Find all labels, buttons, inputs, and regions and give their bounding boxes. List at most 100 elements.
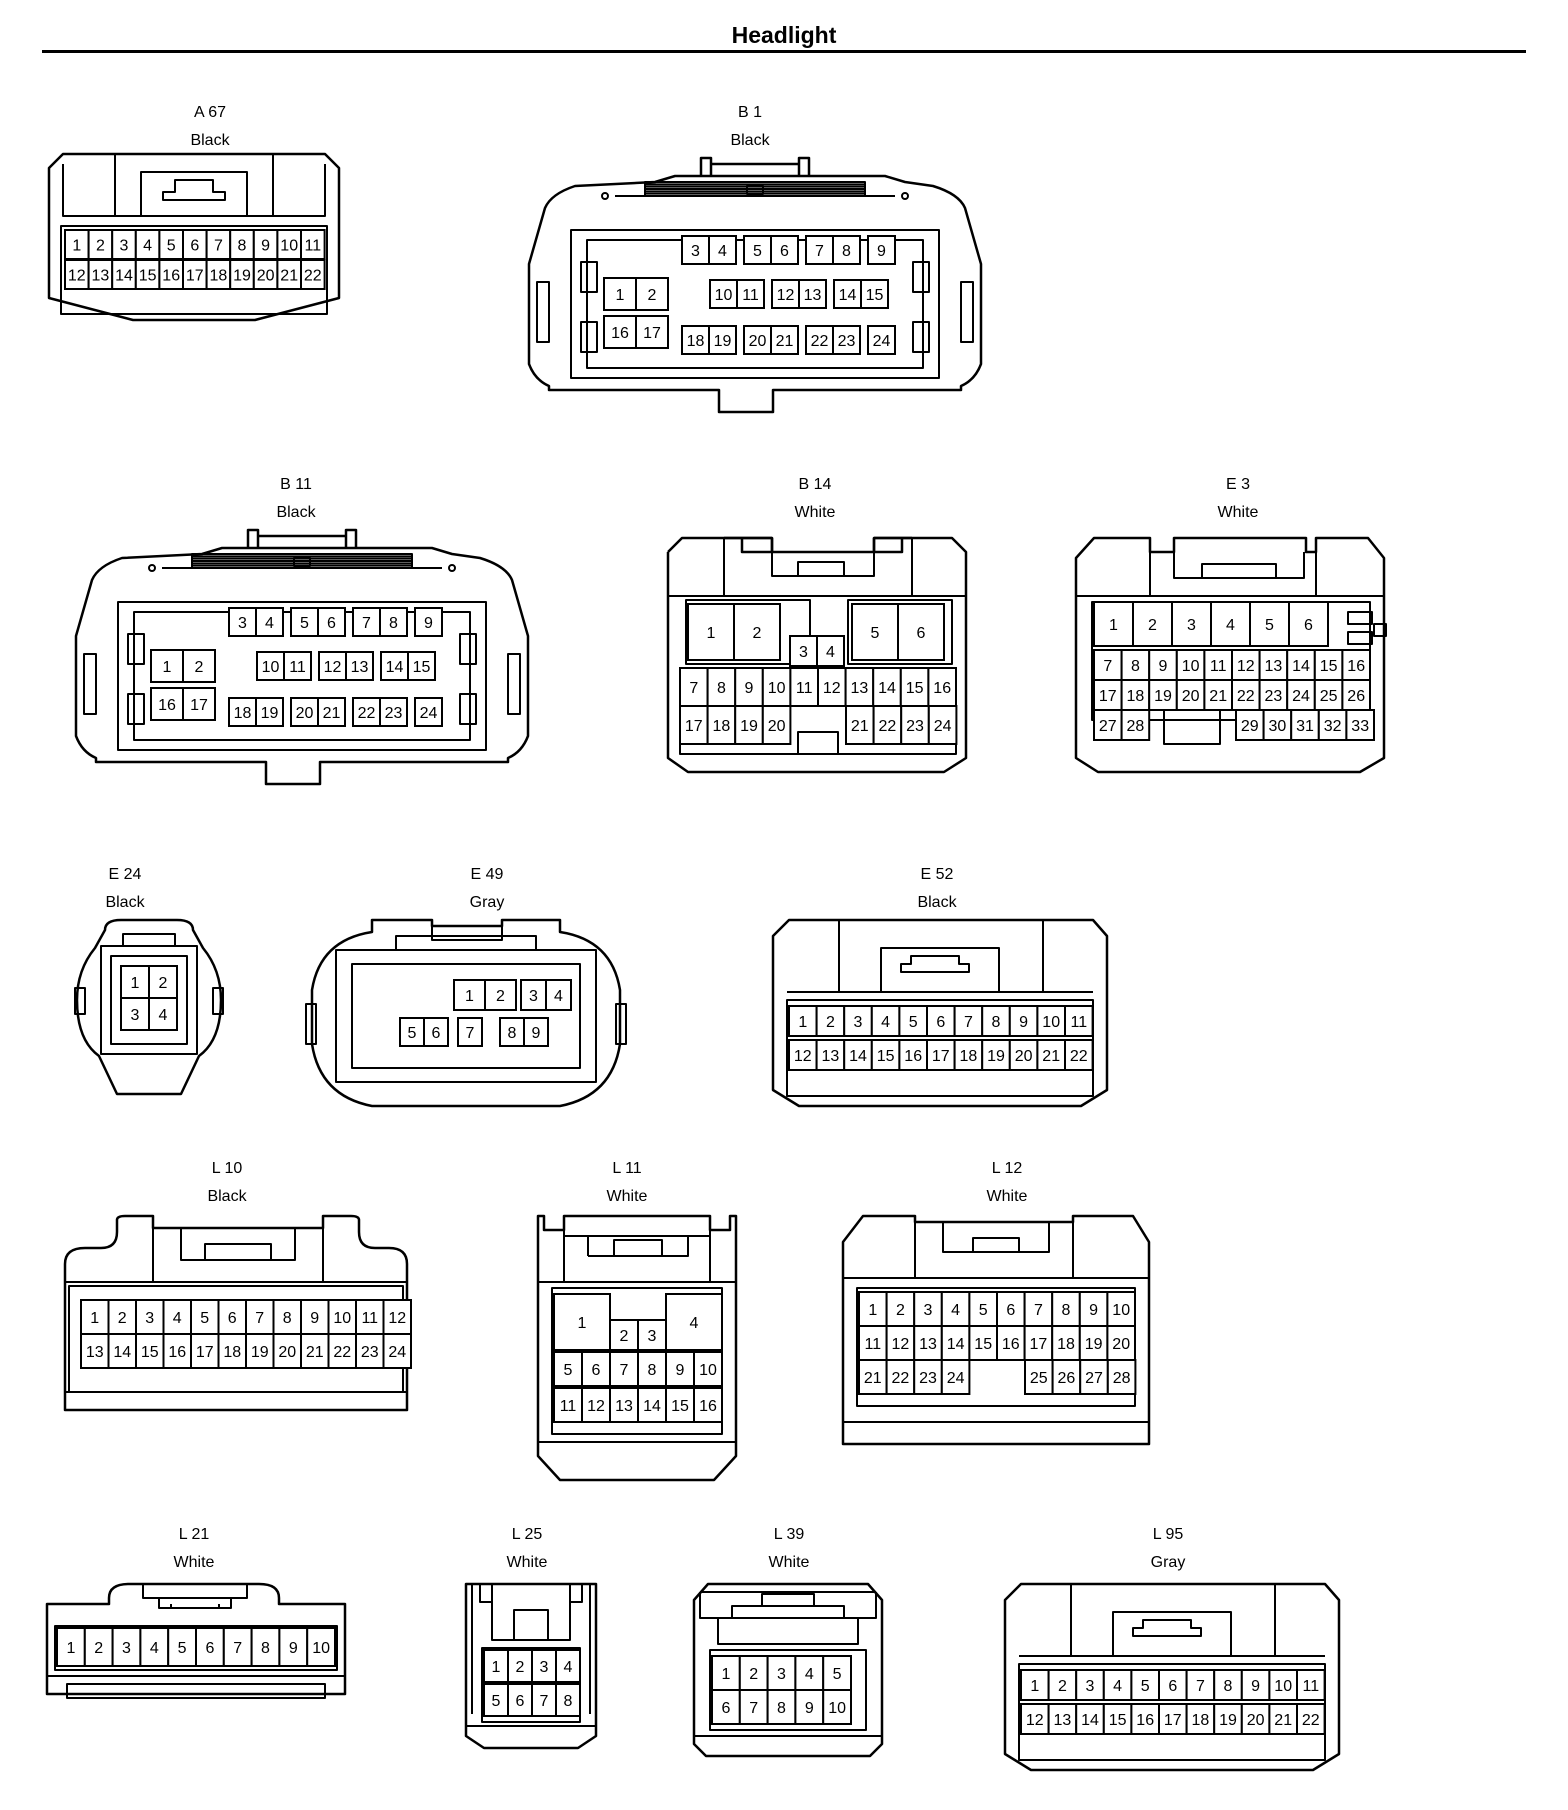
pin-number: 4: [690, 1315, 699, 1332]
connector-outline: [699, 156, 811, 176]
pin-cell: 5: [290, 607, 319, 637]
pin-number: 2: [826, 1014, 835, 1031]
connector-outline: [1132, 1619, 1202, 1637]
pin-number: 9: [289, 1640, 298, 1657]
connector-color-label: Gray: [469, 894, 505, 911]
pin-number: 14: [1081, 1712, 1099, 1729]
pin-number: 4: [564, 1659, 573, 1676]
pin-cell: 4: [794, 1655, 825, 1691]
pin-number: 2: [749, 1666, 758, 1683]
connector-outline: [54, 1625, 338, 1671]
connector-id-label: L 11: [612, 1160, 642, 1177]
pin-cell: 20: [743, 325, 772, 355]
connector-outline: [1019, 1584, 1325, 1657]
pin-number: 7: [466, 1025, 475, 1042]
pin-cell: 2: [1132, 601, 1173, 647]
pin-cell: 24: [382, 1333, 412, 1369]
pin-number: 12: [777, 287, 795, 304]
pin-cell: 16: [603, 315, 637, 349]
connector-id-label: L 95: [1152, 1526, 1184, 1543]
connector-outline: [692, 1582, 884, 1758]
pin-number: 10: [699, 1362, 717, 1379]
pin-cell: 16: [898, 1039, 929, 1071]
pin-cell: 3: [1171, 601, 1212, 647]
pin-cell: 8: [1213, 1669, 1243, 1701]
pin-number: 21: [306, 1344, 324, 1361]
pin-number: 15: [141, 1344, 159, 1361]
pin-number: 6: [228, 1310, 237, 1327]
pin-cell: 6: [996, 1291, 1026, 1327]
pin-number: 22: [1070, 1048, 1088, 1065]
pin-number: 17: [1099, 688, 1117, 705]
pin-number: 9: [805, 1700, 814, 1717]
pin-number: 6: [1006, 1302, 1015, 1319]
connector-id-label: L 25: [511, 1526, 543, 1543]
pin-cell: 16: [162, 1333, 192, 1369]
pin-cell: 9: [300, 1299, 330, 1335]
pin-number: 18: [1192, 1712, 1210, 1729]
pin-cell: 2: [83, 1627, 114, 1667]
pin-cell: 10: [761, 667, 792, 707]
pin-cell: 10: [822, 1689, 852, 1725]
pin-cell: 8: [229, 229, 255, 260]
connector-outline: [942, 1222, 1050, 1253]
pin-cell: 1: [120, 965, 150, 999]
pin-number: 14: [115, 268, 133, 285]
pin-number: 11: [796, 680, 813, 697]
pin-number: 19: [1085, 1336, 1103, 1353]
pin-number: 21: [1042, 1048, 1060, 1065]
pin-cell: 3: [843, 1005, 873, 1037]
pin-cell: 27: [1093, 709, 1123, 741]
pin-cell: 20: [272, 1333, 302, 1369]
pin-number: 8: [992, 1014, 1001, 1031]
pin-cell: 21: [845, 705, 875, 745]
pin-cell: 8: [637, 1351, 667, 1387]
pin-cell: 1: [603, 277, 637, 311]
connector-outline: [191, 553, 413, 569]
pin-number: 1: [72, 238, 81, 255]
pin-cell: 13: [798, 279, 827, 309]
pin-cell: 16: [158, 259, 185, 290]
pin-cell: 1: [56, 1627, 86, 1667]
pin-number: 5: [909, 1014, 918, 1031]
connector-outline: [162, 179, 226, 201]
pin-cell: 19: [1148, 679, 1178, 711]
pin-number: 2: [516, 1659, 525, 1676]
connector-id-label: E 3: [1225, 476, 1250, 493]
pin-cell: 17: [1023, 1325, 1054, 1361]
pin-cell: 12: [885, 1325, 916, 1361]
pin-cell: 7: [245, 1299, 275, 1335]
pin-cell: 11: [736, 279, 765, 309]
pin-cell: 3: [789, 635, 818, 667]
pin-cell: 21: [276, 259, 302, 290]
pin-cell: 21: [1203, 679, 1233, 711]
pin-cell: 5: [399, 1017, 425, 1047]
pin-number: 9: [532, 1025, 541, 1042]
pin-number: 3: [1187, 617, 1196, 634]
connector-outline: [1173, 552, 1305, 579]
pin-cell: 6: [182, 229, 208, 260]
pin-number: 1: [1109, 617, 1118, 634]
pin-number: 8: [389, 615, 398, 632]
pin-cell: 22: [805, 325, 834, 355]
pin-cell: 4: [665, 1293, 723, 1351]
pin-cell: 7: [679, 667, 709, 707]
connector-outline: [459, 633, 477, 665]
pin-number: 5: [1141, 1678, 1150, 1695]
pin-number: 10: [333, 1310, 351, 1327]
pin-cell: 17: [1093, 679, 1123, 711]
pin-number: 7: [1196, 1678, 1205, 1695]
pin-number: 5: [979, 1302, 988, 1319]
pin-number: 11: [304, 238, 321, 255]
connector-outline: [1347, 631, 1373, 645]
pin-number: 2: [94, 1640, 103, 1657]
pin-cell: 14: [872, 667, 902, 707]
pin-number: 6: [205, 1640, 214, 1657]
connector-outline: [246, 528, 358, 548]
pin-number: 5: [408, 1025, 417, 1042]
pin-number: 24: [934, 718, 952, 735]
